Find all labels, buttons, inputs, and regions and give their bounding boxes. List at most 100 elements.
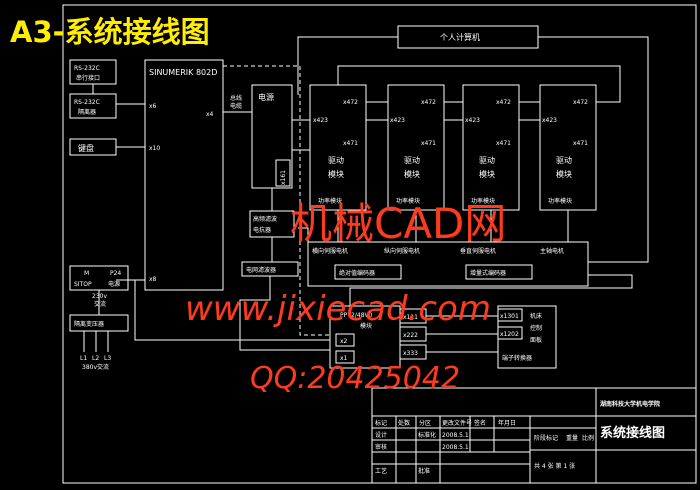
- drive1-x471: x471: [343, 140, 358, 147]
- cnc-x8: x8: [149, 276, 157, 283]
- drive3-x471: x471: [496, 140, 511, 147]
- tb-mark: 标记: [375, 419, 387, 427]
- panel-l3: 面板: [530, 336, 542, 344]
- encoder-abs: 绝对值编码器: [339, 269, 375, 277]
- sitop-p24: P24: [110, 270, 121, 277]
- grid-filter-label: 电网滤波器: [246, 266, 276, 274]
- pc-cnc-line: [297, 36, 398, 95]
- io-x2-box: [335, 333, 355, 347]
- rs232-iso-l1: RS-232C: [74, 99, 100, 106]
- drive1-x472: x472: [343, 99, 358, 106]
- drive4-bottom: 功率模块: [548, 197, 572, 205]
- bus-label-l2: 电缆: [230, 102, 242, 110]
- power-label: 电源: [258, 92, 274, 102]
- sitop-io-line: [128, 279, 330, 341]
- io-x333: x333: [403, 350, 418, 357]
- tb-file: 更改文件号: [442, 419, 472, 427]
- transformer-box: [69, 314, 129, 332]
- encoder-abs-box: [334, 264, 402, 280]
- tb-design: 设计: [375, 431, 387, 439]
- drive1-l2: 模块: [328, 169, 344, 179]
- drive2-l1: 驱动: [404, 155, 420, 165]
- grid-io-line: [239, 276, 330, 351]
- encoder-inc: 增量式编码器: [470, 269, 506, 277]
- io-x1-box: [335, 350, 355, 364]
- drive2-x471: x471: [421, 140, 436, 147]
- drive3-x472: x472: [496, 99, 511, 106]
- sitop-v: 230v: [92, 293, 107, 300]
- rs232-port-l1: RS-232C: [74, 65, 100, 72]
- motor-3: 垂直伺服电机: [460, 247, 496, 255]
- watermark-qq: QQ:20425042: [250, 361, 460, 396]
- panel-l2: 控制: [530, 324, 542, 332]
- sitop-supply: 电源: [108, 280, 120, 288]
- mains-l3-label: L3: [104, 355, 111, 362]
- encoder-inc-box: [465, 264, 533, 280]
- tb-stage: 阶段标记: [534, 434, 558, 442]
- tb-date: 年月日: [498, 419, 516, 427]
- tb-check: 审核: [375, 443, 387, 451]
- tb-sign: 签名: [474, 419, 486, 427]
- panel-x1301: x1301: [500, 313, 519, 320]
- transformer-label: 隔离变压器: [74, 320, 104, 328]
- title-block: 湖南科技大学机电学院 系统接线图 标记 处数 分区 更改文件号 签名 年月日 设…: [371, 387, 697, 484]
- drive1-bottom: 功率模块: [318, 197, 342, 205]
- tb-date2: 2008.5.1: [442, 444, 469, 451]
- tb-sheet: 共 4 张 第 1 张: [534, 462, 575, 470]
- tb-process: 工艺: [375, 467, 387, 475]
- drive1-l1: 驱动: [328, 155, 344, 165]
- drive4-x472: x472: [573, 99, 588, 106]
- cnc-io-dash: [223, 65, 330, 336]
- drive2-l2: 模块: [404, 169, 420, 179]
- filter-l1: 高频滤波: [253, 215, 277, 223]
- drive3-l1: 驱动: [479, 155, 495, 165]
- io-x2: x2: [340, 338, 348, 345]
- x161-label: x161: [280, 170, 287, 185]
- sitop-ac: 交流: [94, 300, 106, 308]
- drive-group: x472 x423 x471 驱动 模块 功率模块 x472 x423 x471…: [309, 65, 621, 211]
- panel-x1301-box: [497, 308, 523, 322]
- cnc-x4: x4: [206, 111, 214, 118]
- panel-terminal: 端子转换器: [502, 354, 532, 362]
- cnc-x10: x10: [149, 145, 160, 152]
- pc-link-line: [538, 36, 649, 263]
- rs232-port-l2: 串行接口: [76, 74, 100, 82]
- mains-l2-label: L2: [92, 355, 99, 362]
- drive4-x471: x471: [573, 140, 588, 147]
- bus-label-l1: 总线: [230, 94, 242, 102]
- keyboard-label: 键盘: [78, 143, 94, 153]
- drawing-name: 系统接线图: [600, 425, 665, 441]
- school-label: 湖南科技大学机电学院: [600, 400, 660, 408]
- drive4-l1: 驱动: [556, 155, 572, 165]
- cnc-label: SINUMERIK 802D: [149, 68, 217, 77]
- sitop-name: SITOP: [74, 281, 92, 288]
- motor-1: 横向伺服电机: [312, 247, 348, 255]
- watermark-url: www.jixiecad.com: [185, 289, 491, 329]
- drive3-bottom: 功率模块: [471, 197, 495, 205]
- filter-l2: 电抗器: [253, 226, 271, 234]
- tb-count: 处数: [398, 419, 410, 427]
- io-sub: 模块: [360, 322, 372, 330]
- drive2-bottom: 功率模块: [396, 197, 420, 205]
- io-x222: x222: [403, 332, 418, 339]
- io-x111: x111: [403, 314, 418, 321]
- pc-label: 个人计算机: [440, 32, 480, 42]
- tb-date1: 2008.5.1: [442, 432, 469, 439]
- filter-drive-line: [298, 227, 309, 242]
- tb-std: 标准化: [418, 431, 436, 439]
- drive2-x472: x472: [421, 99, 436, 106]
- cnc-x6: x6: [149, 103, 157, 110]
- sitop-m: M: [84, 270, 89, 277]
- watermark-brand: 机械CAD网: [290, 199, 506, 248]
- panel-l1: 机床: [530, 312, 542, 320]
- drive3-x423: x423: [465, 117, 480, 124]
- cnc-box: [144, 59, 224, 291]
- io-x1: x1: [340, 355, 348, 362]
- tb-approve: 批准: [418, 467, 430, 475]
- rs232-iso-l2: 隔离器: [78, 108, 96, 116]
- tb-zone: 分区: [419, 419, 431, 427]
- x161-box: [275, 159, 291, 187]
- drive2-x423: x423: [390, 117, 405, 124]
- title-block-frame: [371, 387, 697, 484]
